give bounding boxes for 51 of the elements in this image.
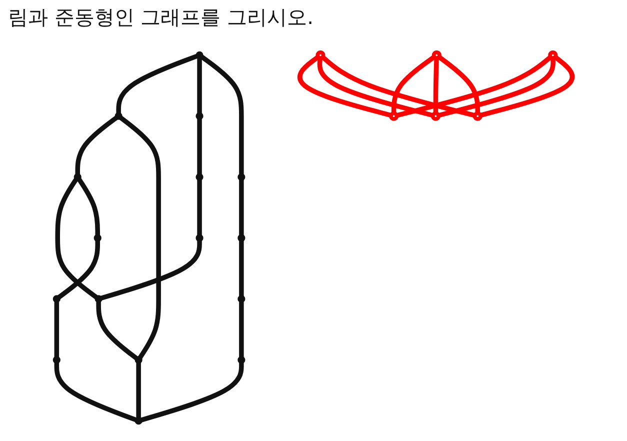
connector [140, 362, 244, 423]
connector [54, 362, 138, 422]
node-circle [134, 417, 142, 425]
connector [56, 240, 100, 300]
connector [136, 362, 141, 419]
connector [116, 54, 199, 114]
node-circle [196, 112, 204, 120]
node-circle [548, 50, 558, 60]
node-circle [432, 50, 442, 60]
connector [391, 54, 436, 114]
node-circle [196, 173, 204, 181]
connector [320, 54, 476, 118]
connector [436, 54, 480, 114]
connector [239, 300, 244, 358]
connector [436, 56, 556, 118]
node-circle [52, 356, 60, 364]
node-circle [94, 234, 102, 242]
node-circle [316, 50, 326, 60]
connector [197, 178, 202, 236]
node-circle [430, 111, 440, 121]
node-circle [52, 295, 60, 303]
node-circle [238, 356, 246, 364]
node-circle [238, 234, 246, 242]
connector [197, 57, 202, 114]
title: 림과 준동형인 그래프를 그리시오. [8, 4, 314, 31]
connector [75, 115, 118, 176]
connector [76, 177, 100, 236]
node-circle [238, 295, 246, 303]
node-circle [94, 295, 102, 303]
node-circle [196, 234, 204, 242]
connector [96, 300, 138, 361]
node-circle [74, 173, 82, 181]
connector [118, 115, 161, 360]
node-circle [134, 356, 142, 364]
connector [239, 178, 244, 236]
connector [478, 54, 575, 118]
connector [54, 300, 60, 358]
connector [55, 177, 98, 300]
connector [197, 118, 202, 176]
node-circle [238, 173, 246, 181]
connector [433, 56, 439, 114]
node-circle [114, 112, 122, 120]
connector [395, 54, 553, 118]
node-circle [472, 111, 482, 121]
connector [200, 54, 244, 176]
node-circle [389, 111, 399, 121]
connector [298, 54, 393, 118]
connector [317, 56, 434, 118]
connector [100, 240, 202, 301]
connector [239, 240, 244, 298]
node-circle [196, 51, 204, 59]
